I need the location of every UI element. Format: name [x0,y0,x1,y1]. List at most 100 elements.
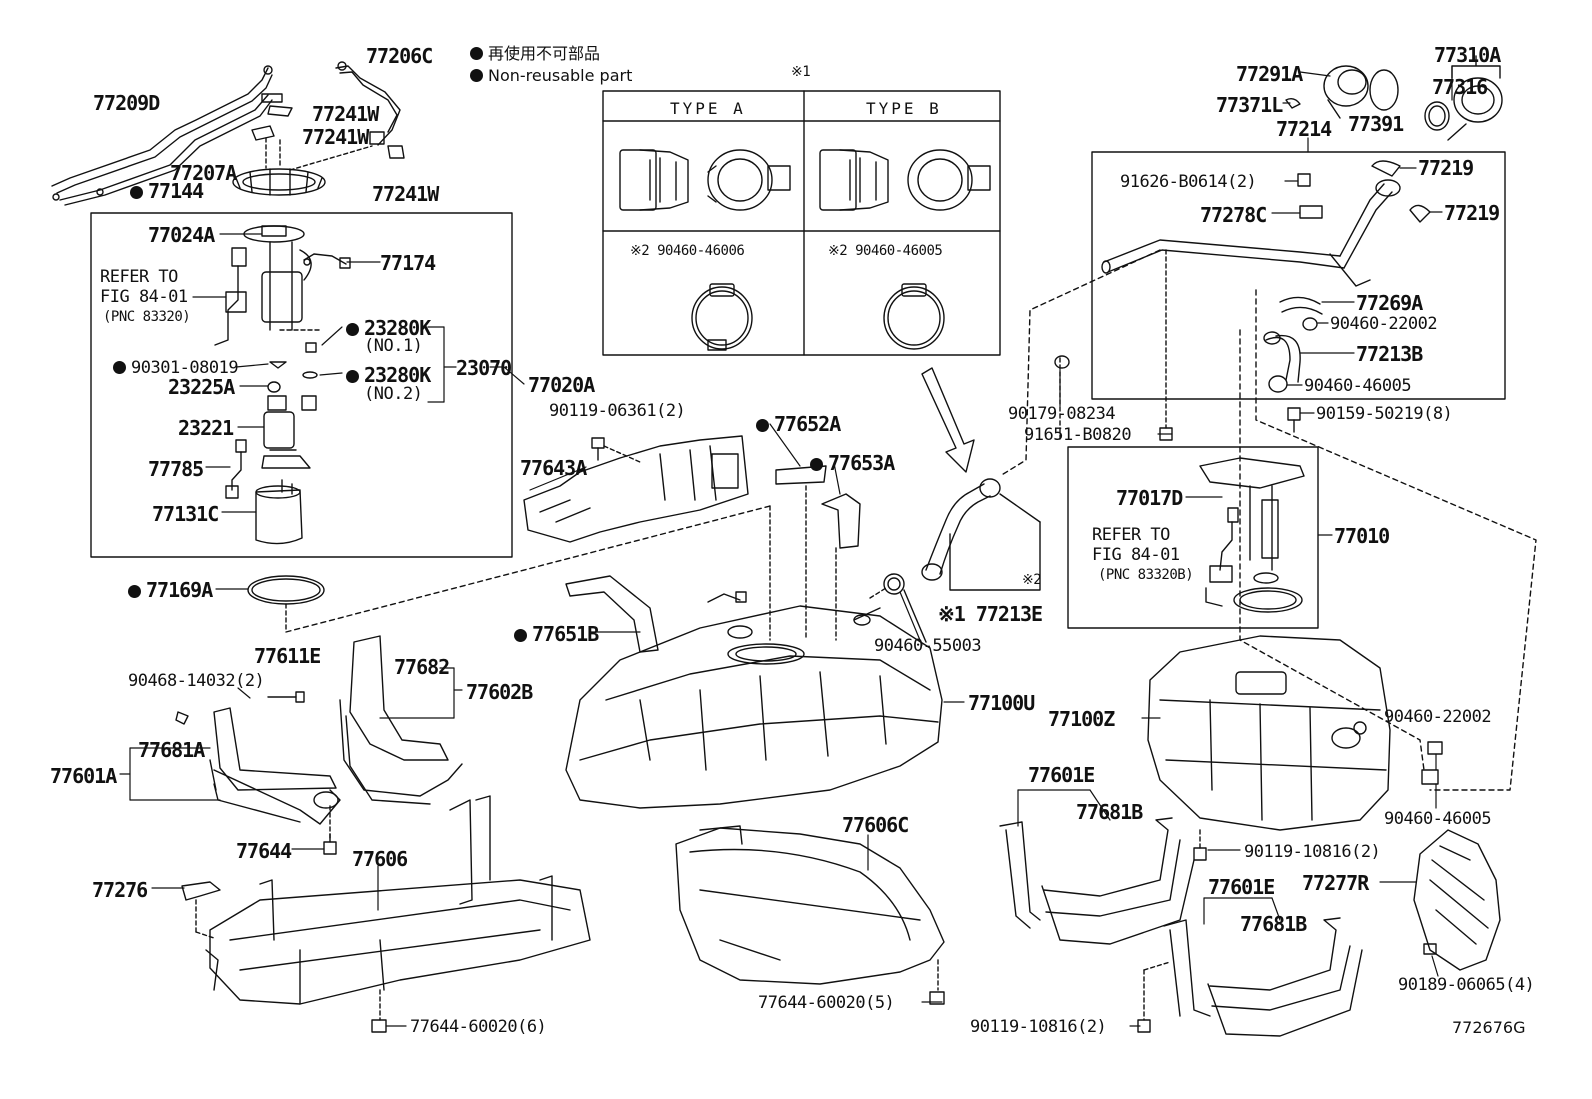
part-90119-06361: 90119-06361(2) [549,401,686,421]
clip-77371l [1285,97,1301,109]
part-91651: 91651-B0820 [1024,425,1132,445]
non-reusable-dot-icon [514,629,527,642]
part-90460-46005b: 90460-46005 [1384,809,1492,829]
clips-77241w [251,93,405,159]
part-77269a: 77269A [1356,291,1423,315]
hose-77269a [1279,296,1323,315]
ring-77391 [1369,69,1399,111]
part-77644-60020-5: 77644-60020(5) [758,993,895,1013]
protector-77606c [675,825,945,985]
filler-pipe-77214 [1101,179,1401,287]
legend-en-text: Non-reusable part [488,66,633,85]
bolt-77644 [323,833,337,855]
part-77681b-2: 77681B [1240,912,1307,936]
non-reusable-dot-icon [470,69,483,82]
part-77207a: 77207A [170,161,237,185]
pump-assembly-box [90,212,513,558]
part-90159: 90159-50219(8) [1316,404,1453,424]
part-77602b: 77602B [466,680,533,704]
part-90460-46005a: 90460-46005 [1304,376,1412,396]
bolt-77611e [267,691,305,703]
filler-cap-77310a [1447,77,1503,141]
pnc-83320b: (PNC 83320B) [1098,567,1194,583]
cushion-77653a [821,493,861,549]
fig-84-01-2: FIG 84-01 [1092,545,1180,565]
part-77010: 77010 [1334,524,1390,548]
part-77653a-text: 77653A [828,451,895,475]
clamp-77278c [1299,205,1323,219]
part-90301-text: 90301-08019 [131,358,239,378]
part-23280k-2: 23280K [346,364,431,386]
part-77100z: 77100Z [1048,707,1115,731]
sender-gauge-77010 [1199,457,1305,607]
part-91626: 91626-B0614(2) [1120,172,1257,192]
fuel-tank-77100u [565,605,943,809]
part-77277r: 77277R [1302,871,1369,895]
hose-77213e [921,478,1001,581]
part-90179: 90179-08234 [1008,404,1116,424]
fuel-tube-77209d [51,65,273,206]
part-77169a: 77169A [128,578,213,602]
part-77653a: 77653A [810,451,895,475]
fuel-tube-77206c [335,61,401,146]
non-reusable-dot-icon [470,47,483,60]
sender-gauge-box [1067,446,1319,629]
leader-lines [119,65,1453,1027]
no1-label: (NO.1) [364,336,423,356]
part-90468: 90468-14032(2) [128,671,265,691]
part-90460-22002b: 90460-22002 [1384,707,1492,727]
part-77174: 77174 [380,251,436,275]
non-reusable-dot-icon [113,361,126,374]
part-77291a: 77291A [1236,62,1303,86]
part-77601a: 77601A [50,764,117,788]
part-77169a-text: 77169A [146,578,213,602]
part-77213b: 77213B [1356,342,1423,366]
clamp-90460-46006 [691,283,753,351]
part-23221: 23221 [178,416,234,440]
cap-77291a [1323,65,1369,119]
mark-2: ※2 [1022,572,1042,588]
part-77100u: 77100U [968,691,1035,715]
clamp-a-label: ※2 90460-46006 [630,243,745,259]
refer-to-2: REFER TO [1092,525,1170,545]
bolt-77644-60020-5 [929,991,945,1005]
pnc-83320: (PNC 83320) [103,309,191,325]
fuel-pump-23221 [261,395,317,469]
no2-label: (NO.2) [364,384,423,404]
part-77219-2: 77219 [1444,201,1500,225]
wire-77174 [303,253,351,269]
cushion-77652a [775,465,827,485]
part-23225a: 23225A [168,375,235,399]
part-90460-55003: 90460-55003 [874,636,982,656]
type-a-title: TYPE A [670,99,746,118]
gasket-sender [1233,587,1303,613]
part-77606c: 77606C [842,813,909,837]
cup-77131c [255,479,303,545]
part-77144: 77144 [130,180,204,202]
hose-type-a [619,149,791,211]
gasket-77316 [1424,101,1450,131]
part-77017d: 77017D [1116,486,1183,510]
part-77652a-text: 77652A [774,412,841,436]
gasket-77169a [247,575,325,605]
filler-pipe-box [1091,151,1506,400]
part-77681a: 77681A [138,738,205,762]
part-90189: 90189-06065(4) [1398,975,1535,995]
part-77024a: 77024A [148,223,215,247]
protector-77643a [523,435,749,543]
part-77606: 77606 [352,847,408,871]
part-77601e-1: 77601E [1028,763,1095,787]
inset-types-box [602,90,1001,356]
part-77682: 77682 [394,655,450,679]
filter-23280k [267,342,318,393]
part-77651b-text: 77651B [532,622,599,646]
part-77316: 77316 [1432,75,1488,99]
protector-77277r [1413,829,1501,971]
pump-module-77024a [214,225,312,346]
clamp-90460-55003 [883,573,905,595]
strap-77681a [209,707,341,825]
bracket-77276 [181,881,221,901]
skid-plate-77606 [205,795,591,1005]
wire-harness-77785 [225,439,247,499]
